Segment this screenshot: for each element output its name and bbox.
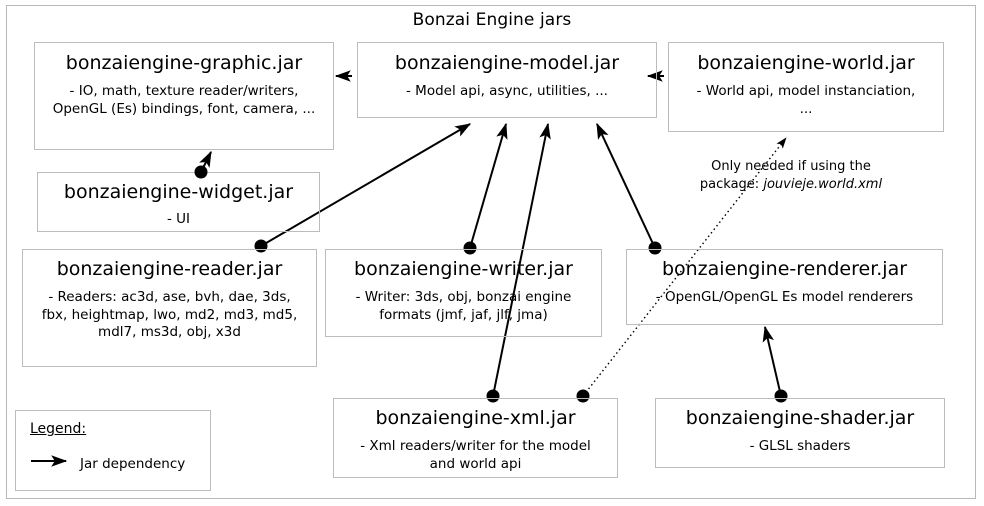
node-description: - GLSL shaders [749, 437, 851, 454]
node-description: - World api, model instanciation, ... [696, 82, 916, 117]
legend-entry-label: Jar dependency [80, 456, 186, 472]
node-bonzaiengine-graphic[interactable]: bonzaiengine-graphic.jar - IO, math, tex… [34, 42, 334, 150]
jar-dependency-arrow-icon [31, 455, 68, 467]
node-bonzaiengine-world[interactable]: bonzaiengine-world.jar - World api, mode… [668, 42, 944, 132]
node-title: bonzaiengine-world.jar [697, 52, 915, 74]
node-description: - OpenGL/OpenGL Es model renderers [655, 288, 914, 305]
node-description: - Writer: 3ds, obj, bonzai engine format… [355, 288, 572, 323]
page-title: Bonzai Engine jars [412, 10, 572, 30]
node-description: - Readers: ac3d, ase, bvh, dae, 3ds, fbx… [41, 288, 298, 341]
legend: Legend: Jar dependency [15, 410, 211, 491]
node-bonzaiengine-writer[interactable]: bonzaiengine-writer.jar - Writer: 3ds, o… [325, 249, 602, 337]
node-title: bonzaiengine-reader.jar [56, 258, 283, 280]
note-line-1: Only needed if using the [711, 159, 871, 174]
note-package-name: jouvieje.world.xml [763, 176, 883, 192]
node-bonzaiengine-shader[interactable]: bonzaiengine-shader.jar - GLSL shaders [655, 398, 945, 468]
node-title: bonzaiengine-model.jar [394, 52, 620, 74]
node-description: - IO, math, texture reader/writers, Open… [52, 82, 316, 117]
node-bonzaiengine-model[interactable]: bonzaiengine-model.jar - Model api, asyn… [357, 42, 657, 118]
node-title: bonzaiengine-xml.jar [375, 407, 576, 429]
node-bonzaiengine-renderer[interactable]: bonzaiengine-renderer.jar - OpenGL/OpenG… [626, 249, 943, 325]
node-description: - Xml readers/writer for the model and w… [360, 437, 591, 472]
node-description: - Model api, async, utilities, ... [406, 82, 608, 99]
optional-dependency-note: Only needed if using the package: jouvie… [674, 158, 908, 193]
node-title: bonzaiengine-writer.jar [354, 258, 573, 280]
note-line-2-prefix: package: [699, 176, 764, 192]
node-bonzaiengine-widget[interactable]: bonzaiengine-widget.jar - UI [37, 172, 320, 232]
diagram-outer-frame [6, 5, 976, 499]
node-title: bonzaiengine-graphic.jar [65, 52, 303, 74]
legend-title: Legend: [30, 421, 87, 437]
node-title: bonzaiengine-renderer.jar [661, 258, 908, 280]
node-bonzaiengine-xml[interactable]: bonzaiengine-xml.jar - Xml readers/write… [333, 398, 618, 478]
node-title: bonzaiengine-widget.jar [63, 181, 294, 203]
node-title: bonzaiengine-shader.jar [685, 407, 915, 429]
node-bonzaiengine-reader[interactable]: bonzaiengine-reader.jar - Readers: ac3d,… [22, 249, 317, 367]
node-description: - UI [166, 210, 191, 227]
